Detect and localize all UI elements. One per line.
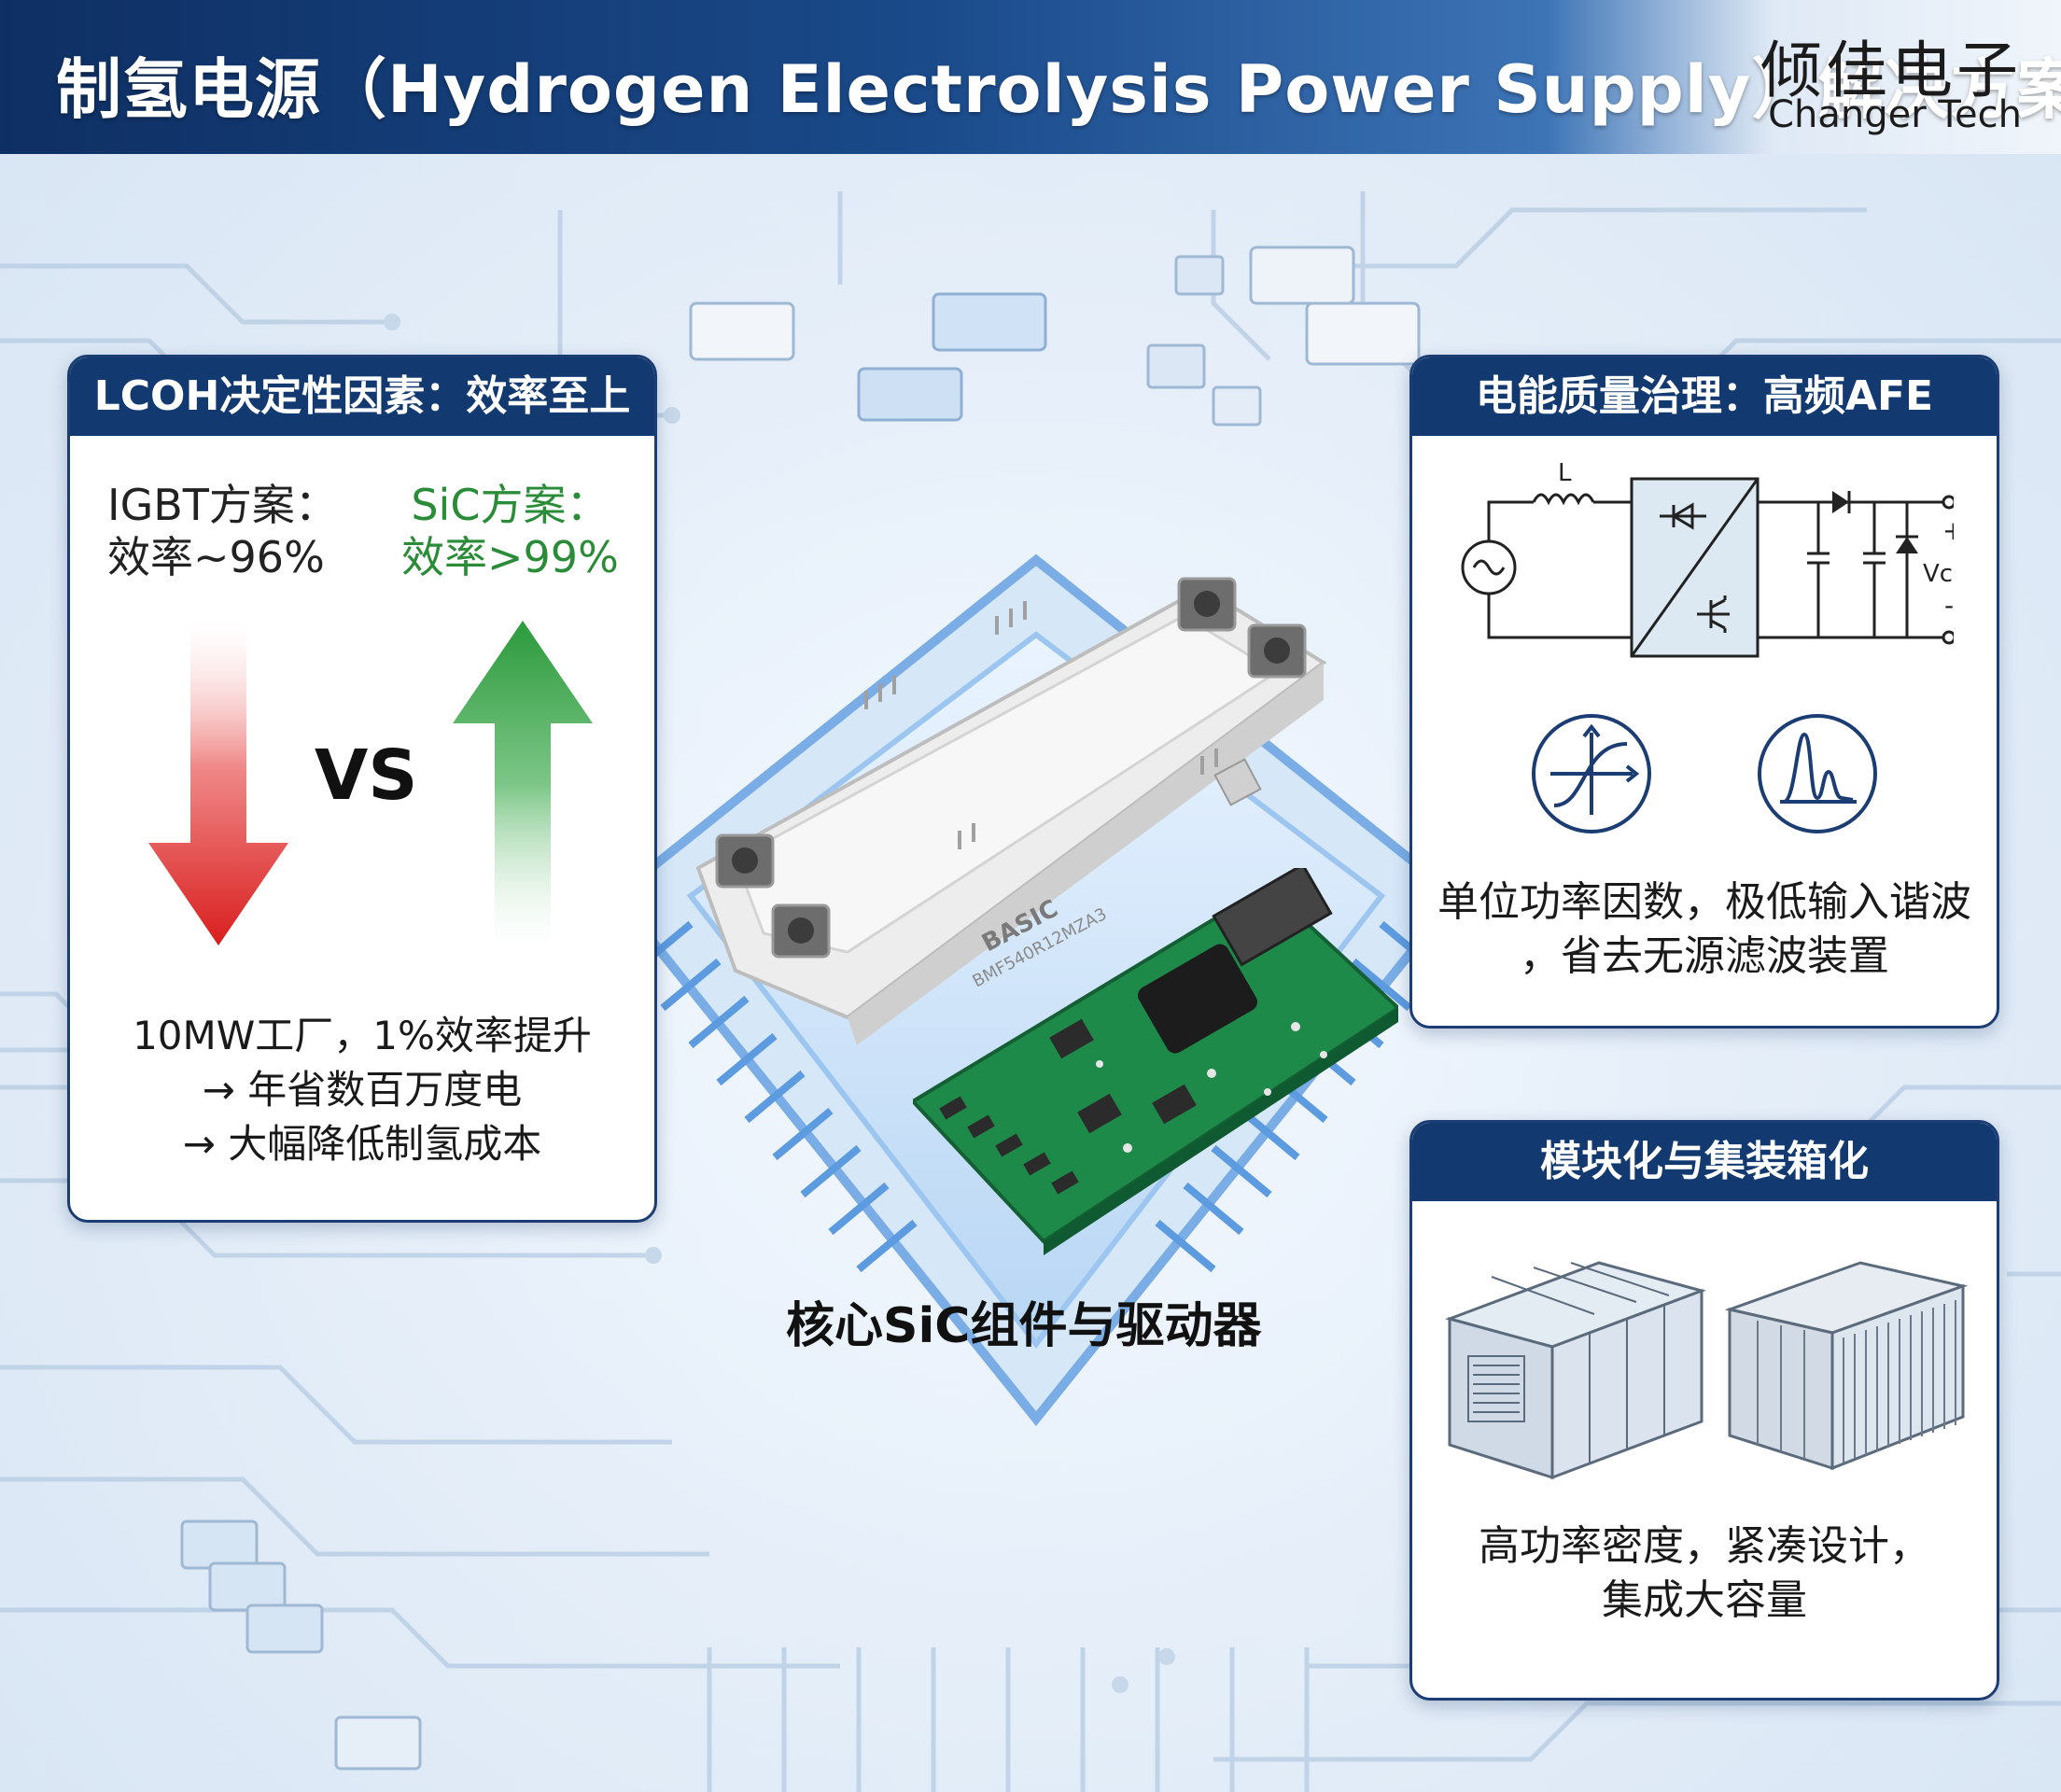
- page-title: 制氢电源（Hydrogen Electrolysis Power Supply）…: [56, 51, 2061, 128]
- benefit-line-3: → 大幅降低制氢成本: [182, 1121, 542, 1167]
- vc-label: Vc: [1923, 560, 1953, 588]
- shipping-container-icon: [1724, 1261, 1969, 1471]
- negative-terminal-label: -: [1944, 590, 1954, 621]
- inductor-icon: [1532, 493, 1595, 506]
- harmonic-spectrum-icon: [1758, 714, 1877, 833]
- lcoh-panel-title: LCOH决定性因素：效率至上: [70, 357, 654, 436]
- versus-label: VS: [315, 735, 418, 816]
- positive-terminal-label: +: [1942, 515, 1954, 546]
- modular-panel-title: 模块化与集装箱化: [1412, 1123, 1997, 1201]
- sic-efficiency-label: SiC方案： 效率>99%: [401, 479, 619, 583]
- afe-circuit-diagram: L + - Vc: [1461, 460, 1954, 658]
- sic-efficiency-value: 效率>99%: [401, 532, 619, 582]
- sic-scheme-line: SiC方案：: [411, 480, 610, 530]
- brand-name-cn: 倾佳电子: [1760, 35, 2022, 106]
- modular-description: 高功率密度，紧凑设计， 集成大容量: [1412, 1519, 1997, 1628]
- igbt-scheme-line: IGBT方案：: [107, 480, 338, 530]
- igbt-efficiency-label: IGBT方案： 效率~96%: [107, 479, 338, 583]
- sigmoid-curve-icon: [1532, 714, 1651, 833]
- center-caption: 核心SiC组件与驱动器: [786, 1298, 1262, 1354]
- down-arrow-icon: [148, 619, 288, 945]
- transformer-component: [1138, 944, 1257, 1054]
- afe-description: 单位功率因数，极低输入谐波 ，省去无源滤波装置: [1412, 875, 1997, 984]
- afe-panel-title: 电能质量治理：高频AFE: [1412, 357, 1997, 436]
- afe-desc-line-2: ，省去无源滤波装置: [1520, 932, 1889, 980]
- gate-driver-board: [913, 868, 1398, 1255]
- connector-header: [1212, 868, 1333, 967]
- lcoh-efficiency-panel: LCOH决定性因素：效率至上 IGBT方案： 效率~96% SiC方案： 效率>…: [67, 355, 657, 1223]
- igbt-efficiency-value: 效率~96%: [107, 532, 325, 582]
- modular-desc-line-2: 集成大容量: [1602, 1576, 1807, 1624]
- header-bar: 制氢电源（Hydrogen Electrolysis Power Supply）…: [0, 0, 2061, 154]
- brand-name-en: Changer Tech: [1768, 93, 2022, 136]
- power-cabinet-container-icon: [1445, 1261, 1706, 1480]
- inductor-label: L: [1558, 460, 1572, 487]
- circuit-background: [0, 191, 2061, 1792]
- benefit-line-2: → 年省数百万度电: [202, 1067, 523, 1113]
- benefit-line-1: 10MW工厂，1%效率提升: [133, 1013, 592, 1058]
- afe-desc-line-1: 单位功率因数，极低输入谐波: [1437, 878, 1971, 926]
- sic-power-module: BASIC BMF540R12MZA3: [695, 577, 1327, 1045]
- modular-desc-line-1: 高功率密度，紧凑设计，: [1479, 1522, 1930, 1570]
- up-arrow-icon: [453, 621, 593, 947]
- modular-container-panel: 模块化与集装箱化 高功率密度，紧凑设计， 集成大容量: [1409, 1120, 1999, 1701]
- afe-power-quality-panel: 电能质量治理：高频AFE: [1409, 355, 1999, 1029]
- lcoh-benefit-text: 10MW工厂，1%效率提升 → 年省数百万度电 → 大幅降低制氢成本: [70, 1009, 654, 1171]
